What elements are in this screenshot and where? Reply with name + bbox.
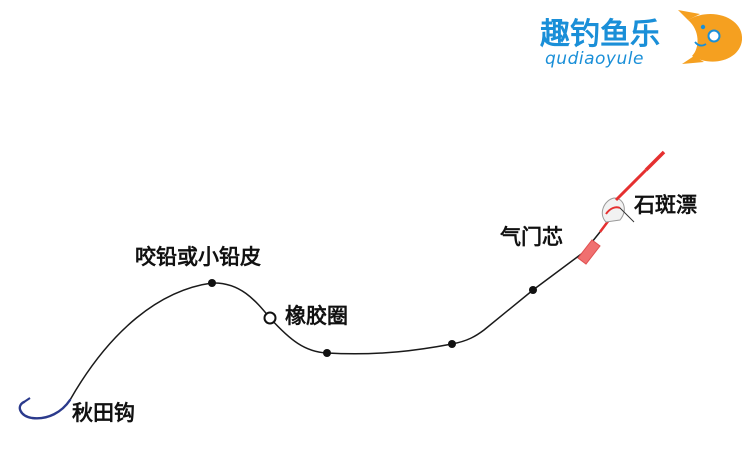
float-seat-label: 气门芯 xyxy=(499,224,563,249)
hook-barb-icon xyxy=(23,397,31,403)
line-dot-1 xyxy=(323,349,331,357)
float-icon xyxy=(599,150,666,233)
logo-chinese-text: 趣钓鱼乐 xyxy=(540,17,660,52)
sinker-dot xyxy=(208,279,216,287)
rubber-ring-icon xyxy=(263,311,277,325)
fishing-line xyxy=(69,231,601,401)
brand-logo: 趣钓鱼乐 qudiaoyule xyxy=(540,10,743,69)
rubber-ring-label: 橡胶圈 xyxy=(285,303,348,328)
line-dot-3 xyxy=(529,286,537,294)
hook-label: 秋田钩 xyxy=(72,400,135,425)
float-label: 石斑漂 xyxy=(633,192,697,217)
line-dot-2 xyxy=(448,340,456,348)
sinker-label: 咬铅或小铅皮 xyxy=(135,244,261,269)
logo-pinyin-text: qudiaoyule xyxy=(545,49,644,69)
float-seat-icon xyxy=(577,239,601,265)
hook-icon xyxy=(18,398,72,420)
fish-mascot-icon xyxy=(678,10,743,64)
